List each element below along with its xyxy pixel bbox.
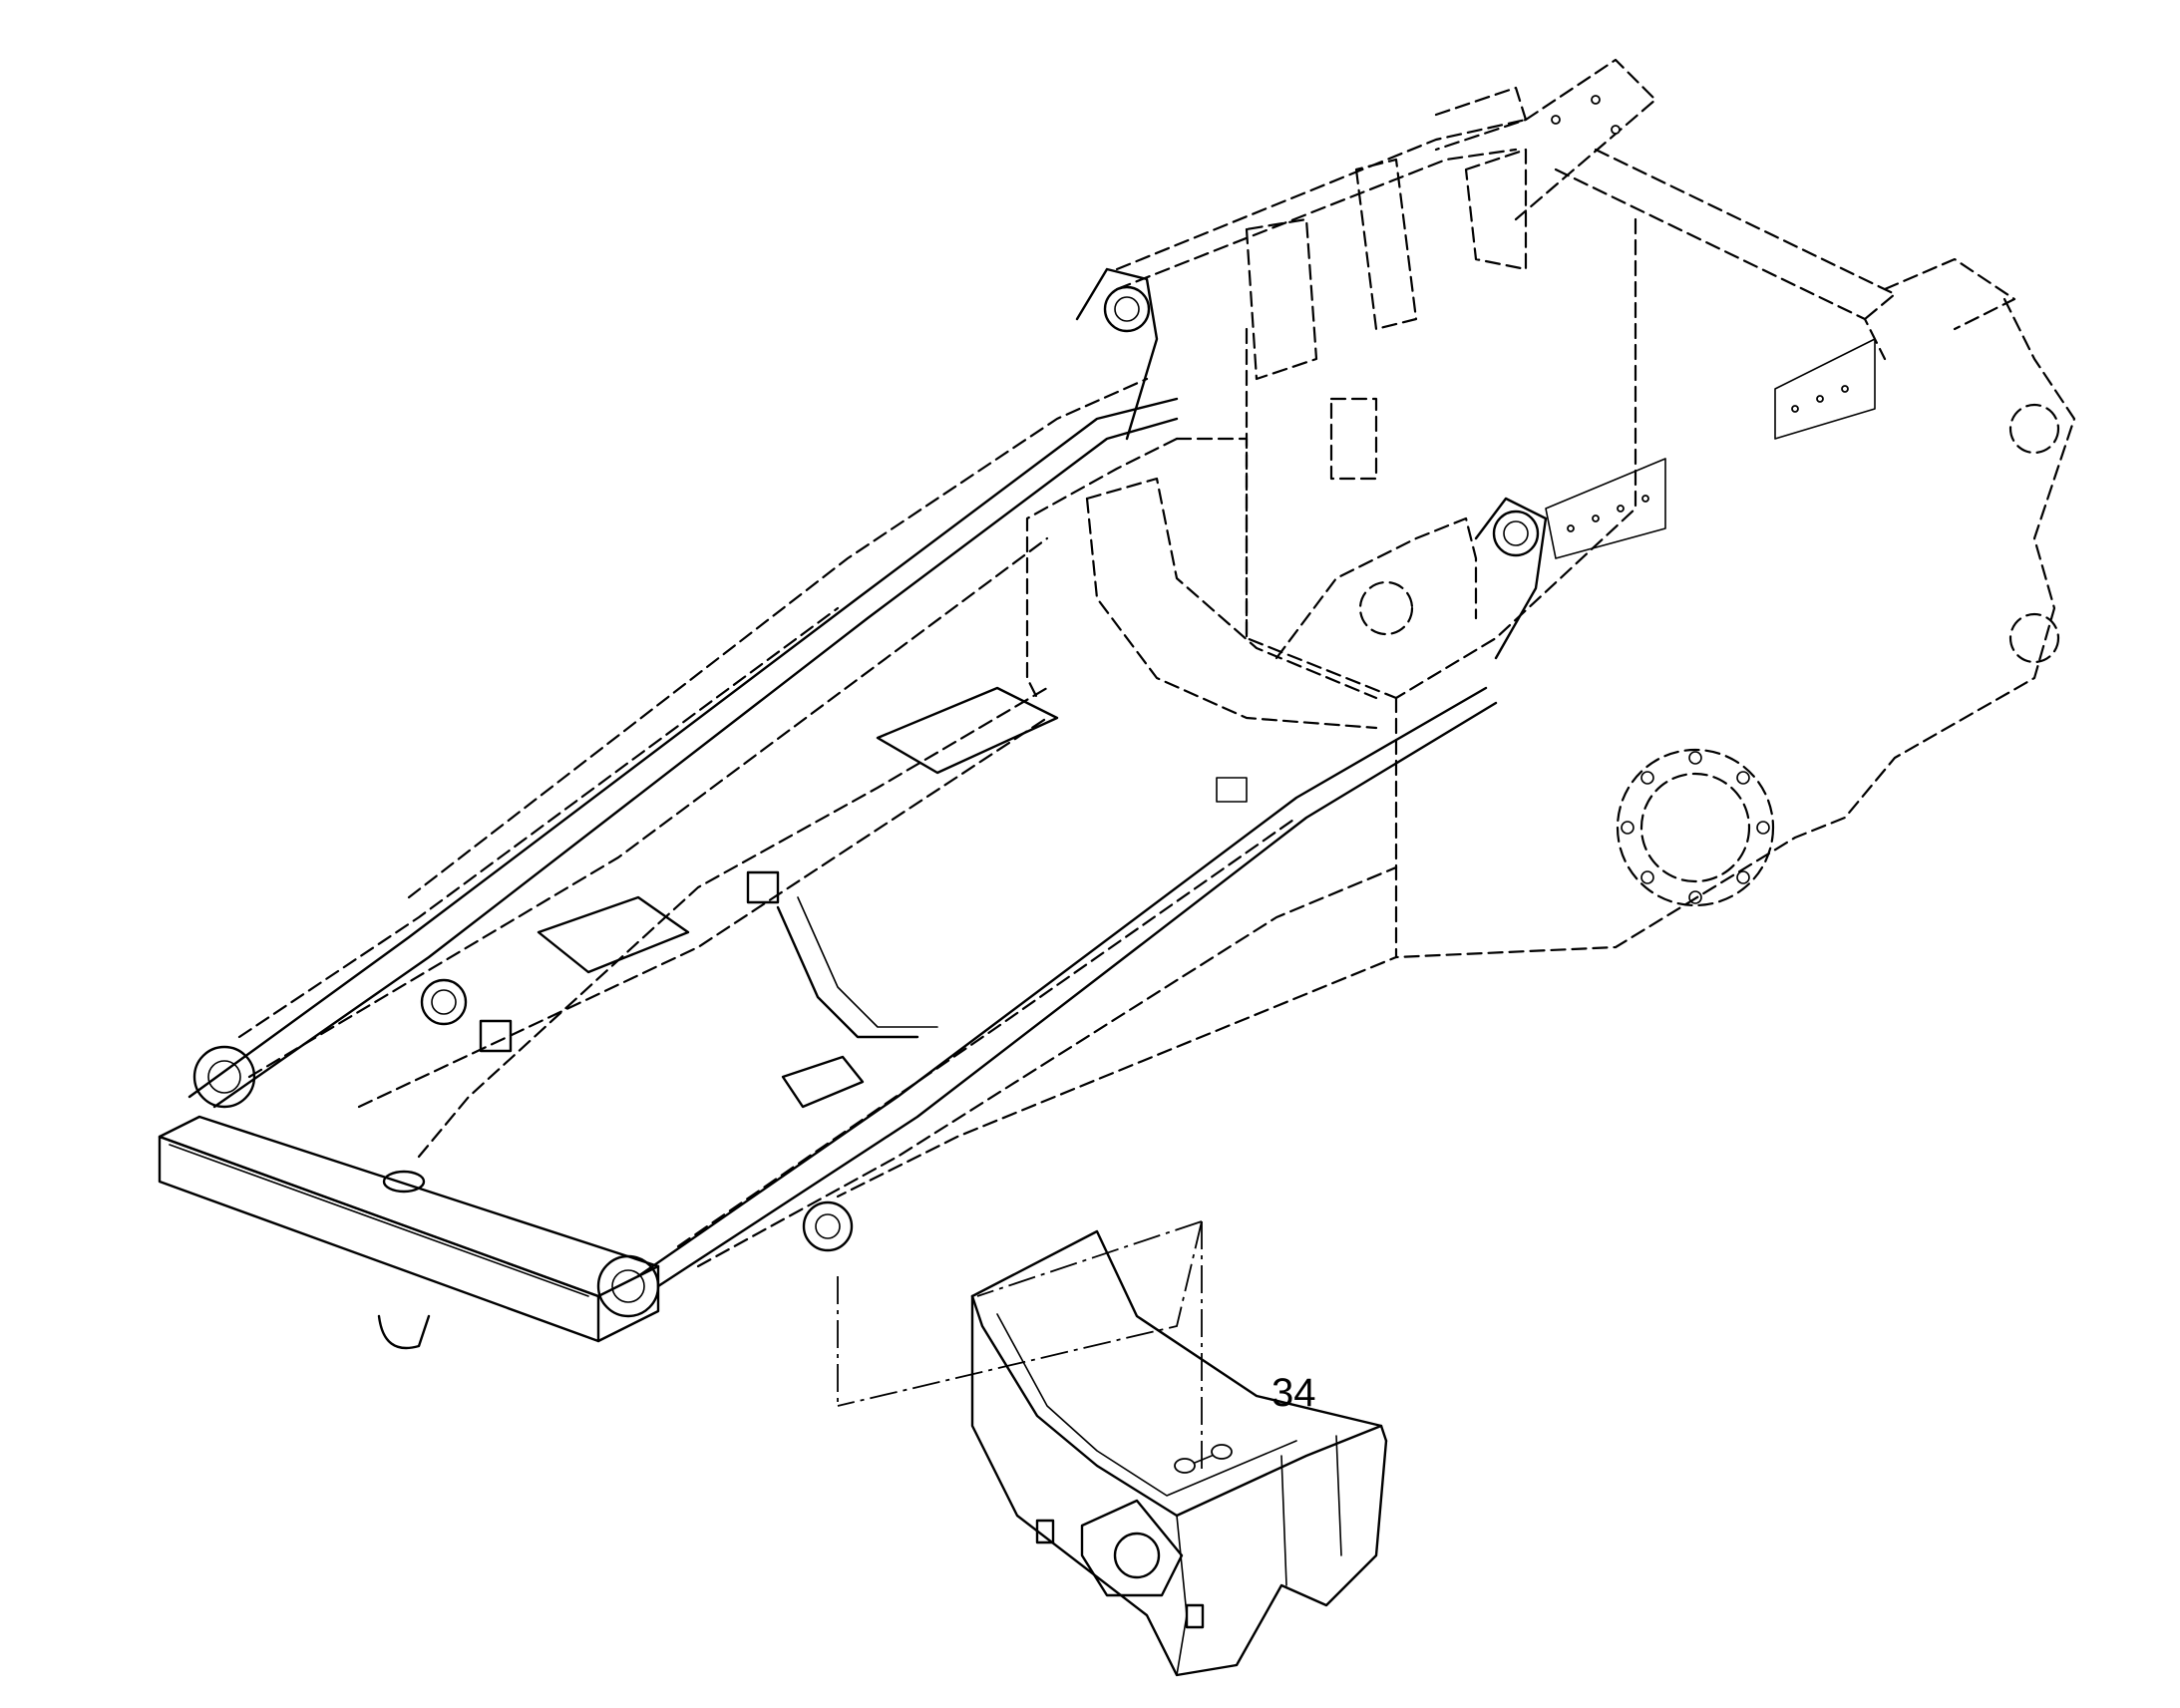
callout-34: 34 — [1272, 1371, 1316, 1415]
bolt-circle — [1621, 751, 1770, 904]
part-34-shroud — [837, 1220, 1388, 1677]
front-frame — [158, 267, 1548, 1350]
rear-frame-phantom — [836, 58, 2076, 1198]
